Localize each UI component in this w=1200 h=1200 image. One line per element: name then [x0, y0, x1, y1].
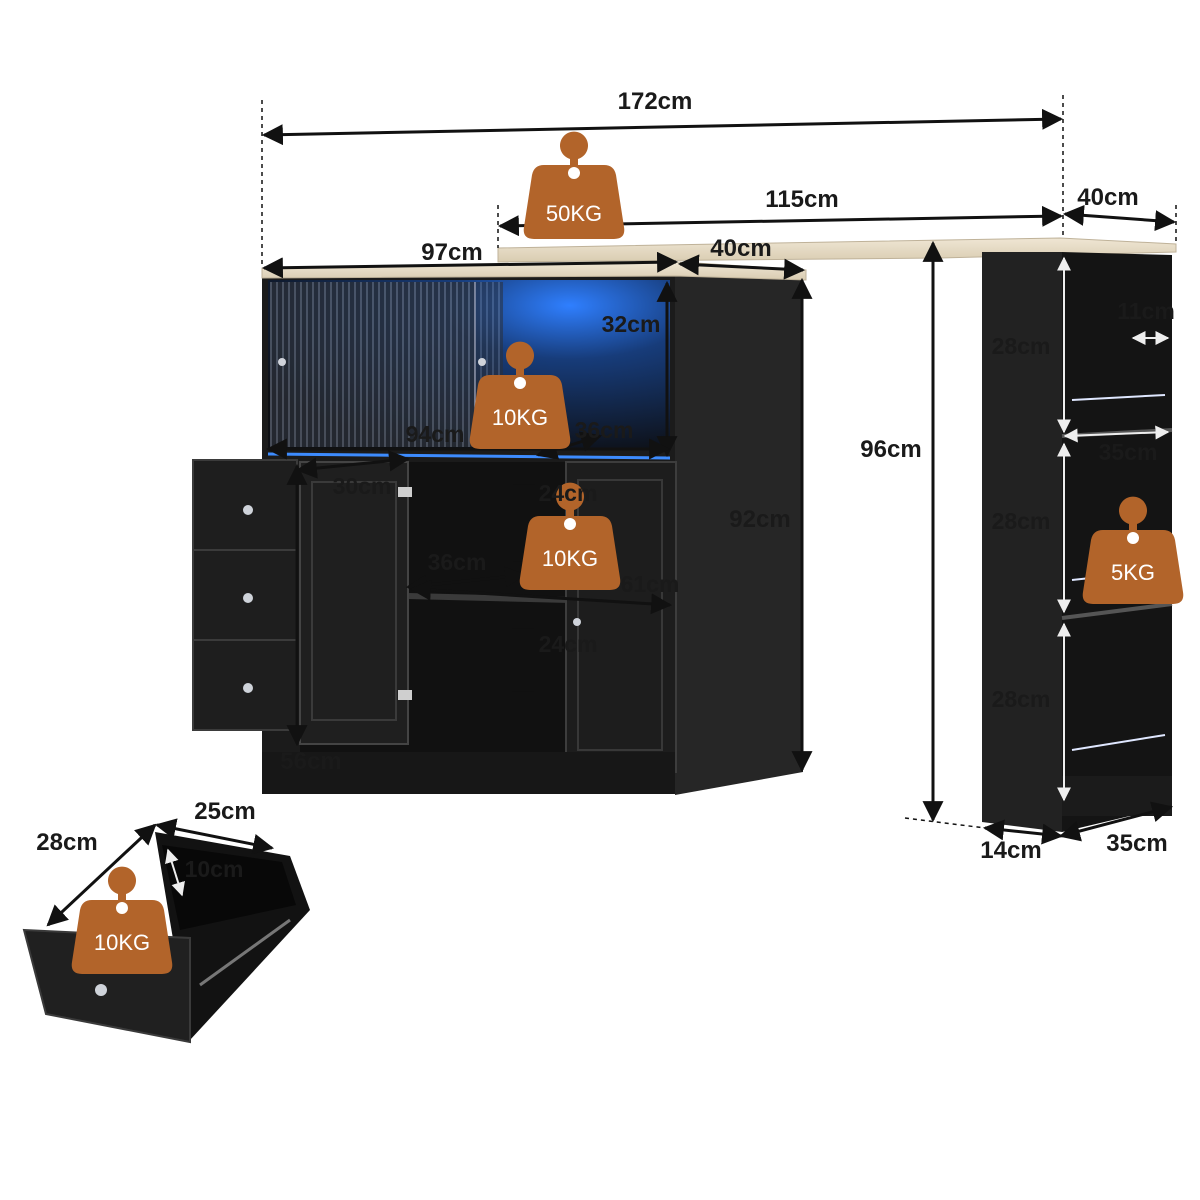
- dim-arrow: [154, 818, 275, 855]
- kettlebell-hole: [116, 902, 128, 914]
- drawer-stack: [192, 459, 298, 731]
- cabinet: [192, 261, 807, 795]
- glass-door-knob-right: [478, 358, 486, 366]
- right-door: [565, 461, 677, 773]
- shelf-unit-side: [982, 252, 1062, 832]
- label-lower-height: 56cm: [280, 748, 341, 775]
- kettlebell-hole: [514, 377, 526, 389]
- drawer-knob: [243, 683, 253, 693]
- label-upper-bay-height: 24cm: [539, 480, 598, 506]
- hinge: [398, 487, 412, 497]
- extension-line: [904, 817, 986, 829]
- label-cabinet-width: 97cm: [421, 239, 482, 266]
- label-cabinet-depth: 40cm: [710, 235, 771, 262]
- label-lower-bay-height: 24cm: [539, 631, 598, 657]
- label-leg-width: 14cm: [980, 837, 1041, 864]
- label-leg-depth: 35cm: [1106, 830, 1167, 857]
- right-door-knob: [573, 618, 581, 626]
- glass-door-knob-left: [278, 358, 286, 366]
- dim-arrow: [1062, 204, 1177, 232]
- dim-arrow: [677, 254, 806, 280]
- open-door-left: [299, 461, 409, 745]
- dim-arrow: [165, 848, 185, 897]
- kettlebell-hole: [568, 167, 580, 179]
- dim-arrow: [1058, 801, 1174, 842]
- cabinet-base: [262, 752, 675, 794]
- shelf-led: [1071, 394, 1166, 401]
- label-drawer-depth: 28cm: [36, 829, 97, 856]
- weight-badge-table-top: 50KG: [523, 131, 625, 239]
- drawer-knob: [243, 593, 253, 603]
- dim-arrow: [982, 819, 1064, 845]
- label-shelf-lip: 11cm: [1117, 298, 1175, 324]
- kettlebell-icon: [469, 341, 571, 449]
- drawer-box-inner: [162, 845, 296, 930]
- label-table-depth: 40cm: [1077, 184, 1138, 211]
- kettlebell-icon: [523, 131, 625, 239]
- label-middle-shelf-depth: 36cm: [428, 549, 487, 575]
- label-drawer-height: 10cm: [185, 856, 244, 882]
- label-top-shelf-depth: 36cm: [575, 417, 634, 443]
- label-shelf-upper-height: 28cm: [992, 333, 1051, 359]
- dim-arrow: [261, 251, 679, 279]
- weight-badge-top-shelf: 10KG: [469, 341, 571, 449]
- weight-badge-side-shelf: 5KG: [1082, 496, 1184, 604]
- drawer-slide: [199, 918, 291, 987]
- label-inner-width: 94cm: [406, 421, 465, 447]
- drawer-knob: [95, 984, 107, 996]
- kettlebell-hole: [1127, 532, 1139, 544]
- label-shelf-lower-height: 28cm: [992, 686, 1051, 712]
- kettlebell-hole: [564, 518, 576, 530]
- dim-arrow: [261, 108, 1064, 146]
- drawer-knob: [243, 505, 253, 515]
- open-door-left-inner: [311, 481, 397, 721]
- shelf-board: [1061, 602, 1173, 620]
- weight-badge-middle-shelf: 10KG: [519, 482, 621, 590]
- dim-arrow: [1063, 425, 1170, 443]
- weight-label: 10KG: [94, 930, 150, 955]
- label-top-cabinet-height: 32cm: [602, 311, 661, 337]
- weight-label: 50KG: [546, 201, 602, 226]
- dim-arrow: [46, 823, 157, 927]
- label-cabinet-height: 92cm: [729, 506, 790, 533]
- dimension-labels: 172cm 115cm 40cm 97cm 40cm 32cm 94cm 36c…: [36, 88, 1174, 882]
- kettlebell-icon: [71, 866, 173, 974]
- weight-label: 5KG: [1111, 560, 1155, 585]
- label-left-bay-width: 30cm: [333, 473, 392, 499]
- dim-arrow: [295, 450, 411, 479]
- kettlebell-icon: [1082, 496, 1184, 604]
- label-shelf-middle-height: 28cm: [992, 508, 1051, 534]
- right-door-panel: [577, 479, 663, 751]
- label-shelf-inner-width: 35cm: [1099, 439, 1158, 465]
- weight-label: 10KG: [492, 405, 548, 430]
- weight-badge-drawer: 10KG: [71, 866, 173, 974]
- label-middle-shelf-width: 61cm: [621, 571, 680, 597]
- label-table-height: 96cm: [860, 436, 921, 463]
- fluted-glass-door-left: [270, 282, 475, 447]
- weight-label: 10KG: [542, 546, 598, 571]
- label-table-length: 115cm: [765, 186, 838, 213]
- hinge: [398, 690, 412, 700]
- cabinet-side-panel: [675, 270, 803, 795]
- shelf-led: [1071, 734, 1166, 751]
- label-overall-width: 172cm: [618, 88, 693, 115]
- label-drawer-width: 25cm: [194, 798, 255, 825]
- dim-arrow: [535, 431, 603, 460]
- drawer-front: [192, 459, 298, 551]
- dim-arrow: [409, 579, 673, 615]
- kettlebell-icon: [519, 482, 621, 590]
